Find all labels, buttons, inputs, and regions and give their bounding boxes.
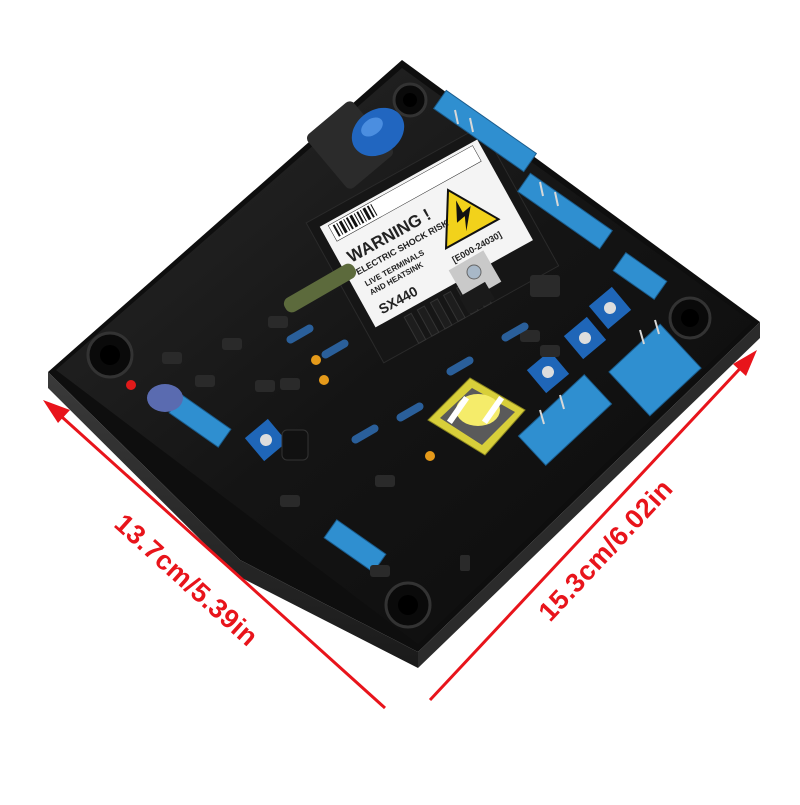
- resistors: [286, 322, 529, 444]
- smd-components: [162, 275, 560, 577]
- tantalum-capacitor: [425, 451, 435, 461]
- width-dimension-arrow: [43, 400, 387, 710]
- transformer: [427, 377, 526, 456]
- capacitor-area: [306, 101, 405, 189]
- red-led: [126, 380, 136, 390]
- terminal-connectors: [168, 89, 702, 573]
- potentiometer: [147, 384, 183, 412]
- trimpots: [147, 286, 632, 462]
- connector-pins: [454, 109, 660, 425]
- power-resistor: [283, 263, 357, 313]
- tantalum-capacitor: [319, 375, 329, 385]
- length-dimension-arrow: [428, 350, 757, 702]
- tantalum-capacitor: [311, 355, 321, 365]
- regulator-transistor: [448, 250, 502, 315]
- mounting-holes: [86, 82, 712, 629]
